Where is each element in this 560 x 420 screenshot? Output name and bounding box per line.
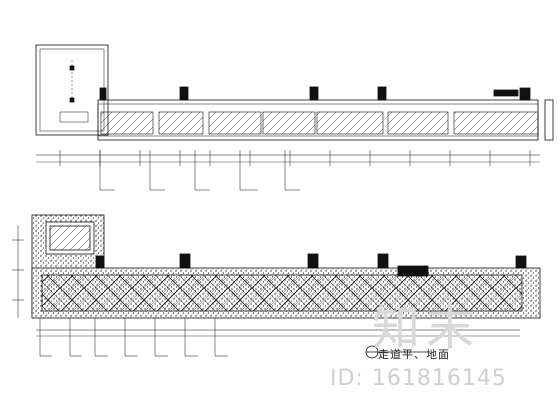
ceiling-dimension-ticks: [59, 150, 531, 166]
plan-title: 走道平、地面: [378, 348, 450, 361]
floor-leader-lines: [39, 318, 228, 357]
section-symbol: [365, 345, 430, 359]
image-id-caption: ID: 161816145: [330, 366, 507, 391]
ceiling-leader-lines: [99, 150, 300, 191]
floor-plan: [12, 214, 541, 337]
watermark-logo: 知末: [372, 300, 481, 356]
ceiling-plan: [35, 44, 554, 163]
